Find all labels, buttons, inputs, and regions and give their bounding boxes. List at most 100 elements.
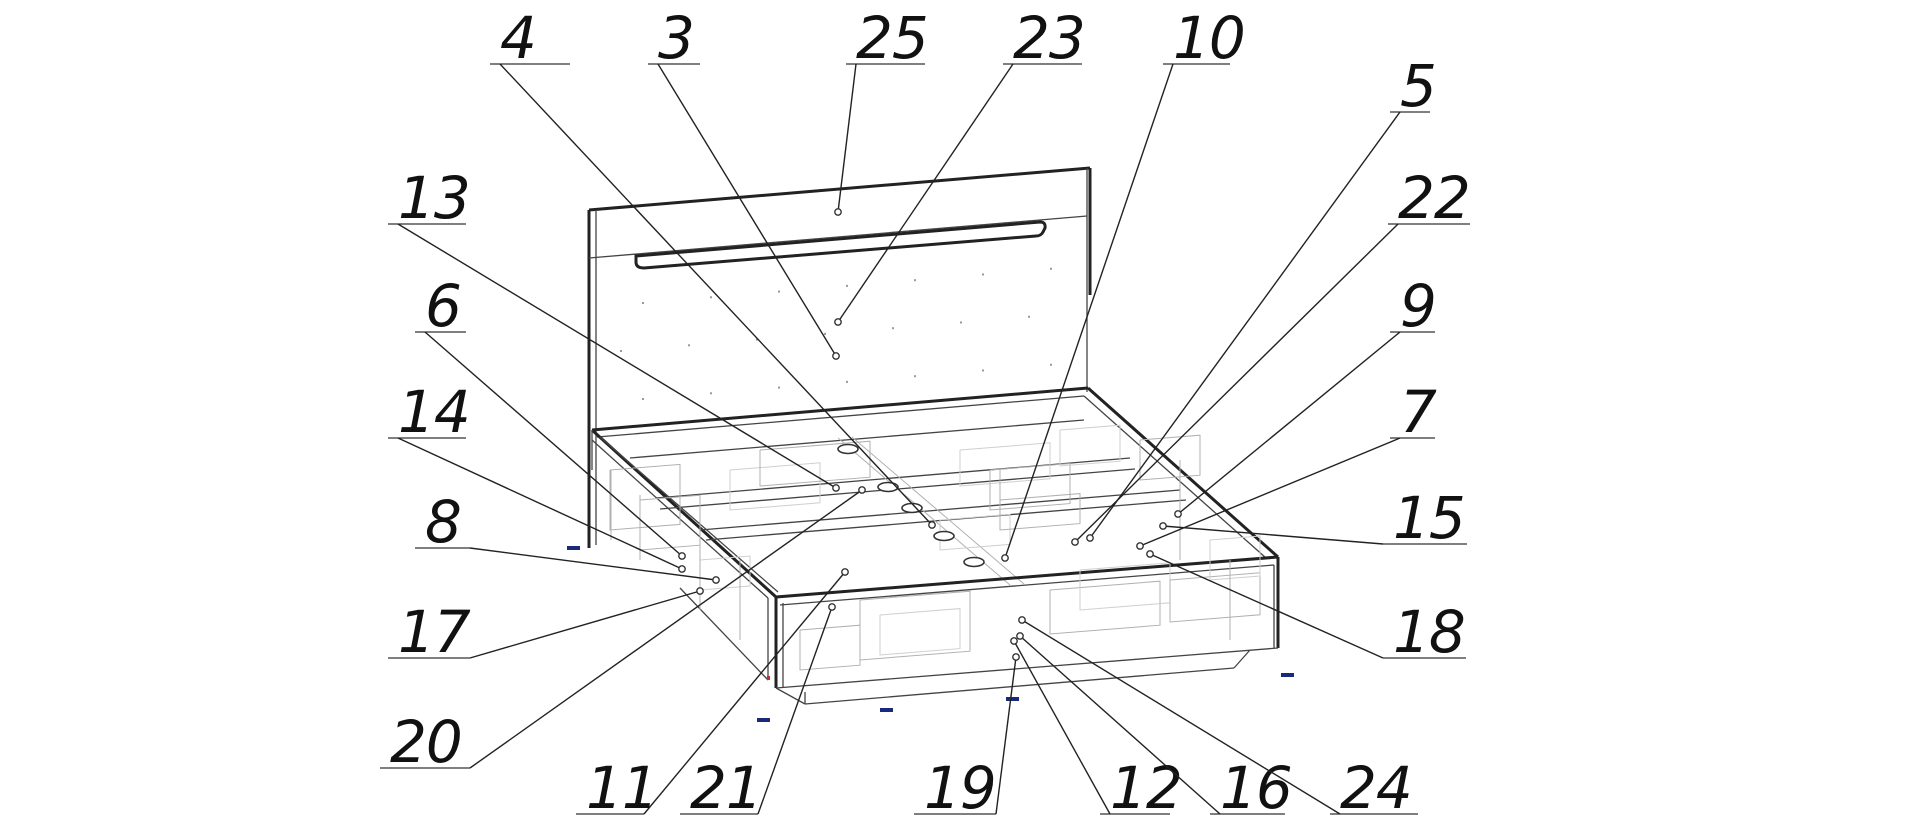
leader-line-3 — [657, 63, 837, 357]
callout-11: 11 — [576, 568, 849, 822]
leader-line-20 — [469, 489, 863, 769]
hidden-panel — [1049, 580, 1161, 635]
dowel-mark — [960, 321, 962, 324]
callout-number: 18 — [1393, 598, 1465, 666]
callout-anchor-12 — [1010, 637, 1018, 645]
leader-line-24 — [1021, 619, 1341, 815]
dowel-mark — [892, 327, 894, 330]
callout-anchor-18 — [1146, 550, 1154, 558]
leader-line-13 — [397, 223, 837, 489]
callout-number: 12 — [1110, 754, 1182, 822]
callout-number: 13 — [398, 164, 470, 232]
leader-line-6 — [424, 331, 683, 557]
dowel-mark — [710, 296, 712, 299]
callout-number: 14 — [398, 378, 470, 446]
callout-16: 16 — [1016, 632, 1293, 822]
hidden-panel — [879, 608, 961, 656]
leader-line-8 — [469, 547, 717, 581]
callout-number: 7 — [1400, 378, 1437, 446]
callout-5: 5 — [1086, 52, 1437, 542]
hidden-panel — [759, 440, 871, 487]
dowel-mark — [1050, 363, 1052, 366]
leader-line-21 — [757, 606, 833, 815]
callout-number: 4 — [500, 4, 536, 72]
callout-13: 13 — [388, 164, 840, 492]
callout-number: 16 — [1220, 754, 1292, 822]
dowel-mark — [778, 386, 780, 389]
dowel-mark — [620, 350, 622, 352]
callout-anchor-11 — [841, 568, 849, 576]
callout-anchor-19 — [1012, 653, 1020, 661]
leader-line-22 — [1074, 223, 1399, 543]
dowel-mark — [824, 332, 826, 335]
callout-4: 4 — [490, 4, 936, 529]
callout-8: 8 — [415, 488, 720, 584]
callout-anchor-4 — [928, 521, 936, 529]
callout-22: 22 — [1071, 164, 1471, 546]
leader-line-16 — [1019, 635, 1221, 815]
leader-line-10 — [1004, 63, 1174, 559]
dowel-mark — [778, 290, 780, 293]
dowel-mark — [642, 398, 644, 400]
hidden-panel — [989, 463, 1071, 511]
dowel-mark — [914, 279, 916, 282]
callout-17: 17 — [388, 587, 704, 666]
hidden-panel — [799, 624, 861, 671]
leader-line-7 — [1139, 437, 1401, 547]
callout-anchor-9 — [1174, 510, 1182, 518]
callout-number: 19 — [924, 754, 996, 822]
callout-21: 21 — [680, 603, 836, 822]
hidden-panel — [1209, 535, 1261, 581]
callout-18: 18 — [1146, 550, 1466, 666]
dowel-mark — [1050, 267, 1052, 270]
callout-number: 5 — [1400, 52, 1436, 120]
callout-25: 25 — [834, 4, 929, 216]
hidden-panel — [729, 462, 821, 511]
hidden-panel — [1139, 434, 1201, 481]
callout-anchor-10 — [1001, 554, 1009, 562]
callout-anchor-3 — [832, 352, 840, 360]
leader-line-23 — [837, 63, 1014, 323]
callout-number: 24 — [1340, 754, 1412, 822]
callout-anchor-21 — [828, 603, 836, 611]
callout-24: 24 — [1018, 616, 1418, 822]
leader-line-11 — [643, 571, 846, 815]
hidden-panel — [959, 442, 1051, 487]
leader-line-4 — [499, 63, 933, 526]
callout-3: 3 — [648, 4, 840, 360]
bed-frame — [567, 386, 1294, 722]
callout-anchor-16 — [1016, 632, 1024, 640]
leader-line-12 — [1013, 640, 1111, 815]
dowel-mark — [846, 284, 848, 287]
callout-anchor-5 — [1086, 534, 1094, 542]
callout-7: 7 — [1136, 378, 1438, 550]
callout-6: 6 — [415, 272, 686, 560]
callout-12: 12 — [1010, 637, 1183, 822]
callout-number: 8 — [425, 488, 461, 556]
callout-20: 20 — [380, 486, 866, 776]
callout-anchor-25 — [834, 208, 842, 216]
hidden-panel — [639, 494, 701, 551]
dowel-mark — [1028, 315, 1030, 318]
leader-line-19 — [995, 656, 1017, 815]
hidden-panel — [859, 590, 971, 661]
dowel-mark — [710, 392, 712, 395]
callout-anchor-7 — [1136, 542, 1144, 550]
callout-anchor-13 — [832, 484, 840, 492]
callout-number: 15 — [1393, 484, 1465, 552]
leader-line-17 — [469, 590, 701, 659]
callout-anchor-20 — [858, 486, 866, 494]
callout-number: 25 — [856, 4, 928, 72]
callout-anchor-23 — [834, 318, 842, 326]
leader-line-14 — [397, 437, 683, 570]
leader-line-25 — [837, 63, 857, 213]
callout-number: 9 — [1400, 272, 1436, 340]
callout-number: 22 — [1398, 164, 1470, 232]
callout-number: 23 — [1013, 4, 1085, 72]
headboard — [587, 166, 1092, 548]
callout-anchor-17 — [696, 587, 704, 595]
leader-line-9 — [1177, 331, 1401, 515]
